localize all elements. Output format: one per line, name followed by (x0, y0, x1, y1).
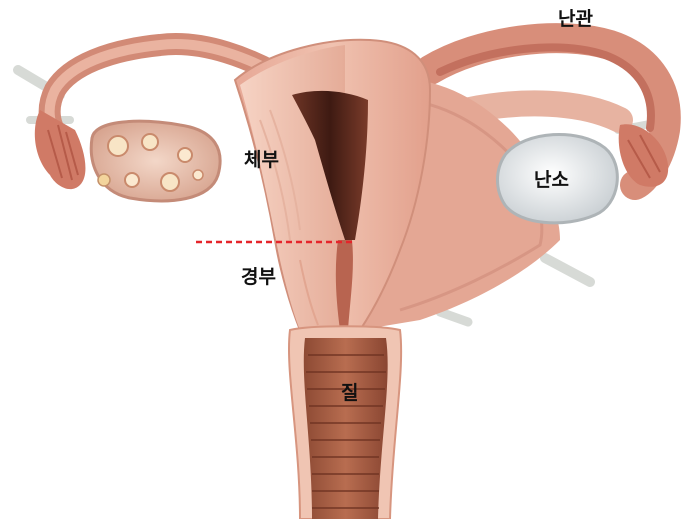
left-ovary (91, 121, 220, 201)
vagina (289, 326, 401, 519)
cervix-label: 경부 (241, 268, 276, 287)
uterine-body-label: 체부 (244, 151, 279, 170)
ovary-label: 난소 (534, 171, 569, 190)
vagina-label: 질 (341, 384, 358, 403)
fallopian-tube-label: 난관 (558, 10, 593, 29)
